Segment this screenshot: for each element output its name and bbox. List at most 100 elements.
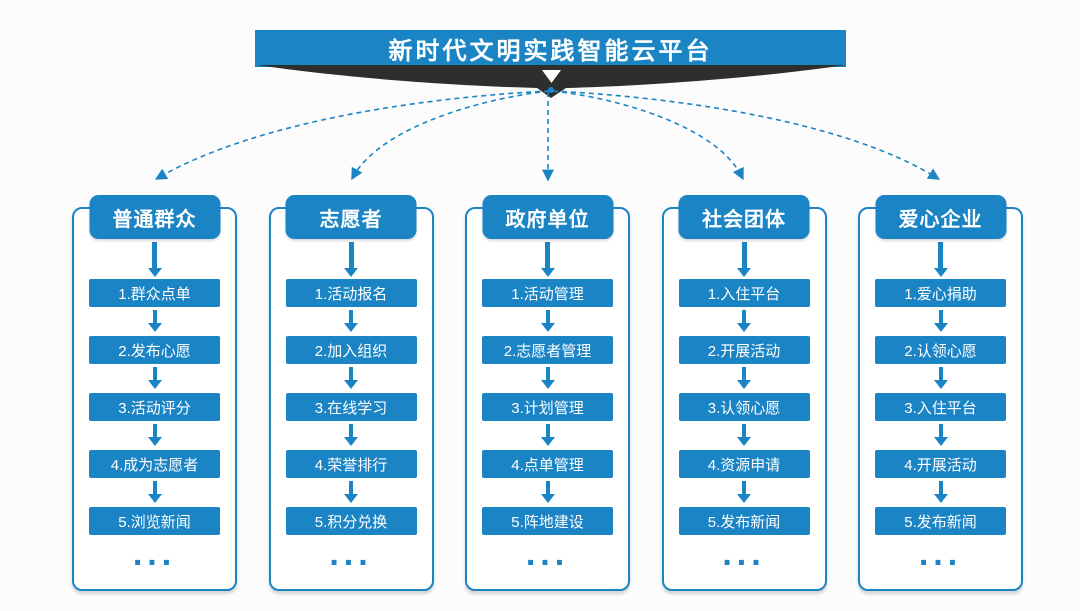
step-box: 5.发布新闻 [875,507,1006,535]
arrow-shaft [152,242,157,268]
down-arrow-icon [286,481,417,503]
arrow-shaft [349,310,353,323]
step-box: 5.阵地建设 [482,507,613,535]
arrow-shaft [938,367,943,380]
ellipsis-more: ... [525,535,570,573]
step-box: 4.开展活动 [875,450,1006,478]
step-box: 4.成为志愿者 [89,450,220,478]
down-arrow-icon [679,310,810,332]
arrow-shaft [349,367,353,380]
down-arrow-icon [89,481,220,503]
arrow-shaft [741,242,747,268]
step-box: 4.荣誉排行 [285,450,417,478]
step-box: 1.活动管理 [482,279,613,307]
arrow-shaft [152,481,157,494]
down-arrow-icon [286,310,417,332]
step-box: 2.加入组织 [285,336,417,364]
down-arrow-icon [737,242,751,277]
arrow-head [737,323,751,332]
arrow-head [737,494,751,503]
arrow-head [344,380,358,389]
step-box: 4.点单管理 [482,450,613,478]
arrow-shaft [349,481,353,494]
down-arrow-icon [679,367,810,389]
arrow-head [933,380,948,389]
arrow-shaft [545,424,550,437]
arrow-shaft [545,310,550,323]
arrow-head [147,268,162,277]
step-box: 1.入住平台 [678,279,810,307]
step-box: 3.入住平台 [875,393,1006,421]
step-box: 1.爱心捐助 [875,279,1006,307]
step-box: 1.群众点单 [89,279,220,307]
arrow-head [344,437,358,446]
step-box: 2.发布心愿 [89,336,220,364]
arrow-head [147,380,162,389]
dashed-connector-col4 [552,90,744,181]
arrow-shaft [545,481,550,494]
platform-title: 新时代文明实践智能云平台 [388,38,713,65]
arrow-head [147,437,162,446]
arrow-head [540,380,555,389]
arrow-head [540,323,555,332]
down-arrow-icon [679,424,810,446]
dashed-connector-col5 [552,90,941,180]
arrow-head [540,437,555,446]
arrow-shaft [742,367,746,380]
down-arrow-icon [679,481,810,503]
role-header: 爱心企业 [875,195,1006,239]
down-arrow-icon [482,310,613,332]
step-box: 3.计划管理 [482,393,613,421]
down-arrow-icon [875,310,1006,332]
step-box: 5.浏览新闻 [89,507,220,535]
down-arrow-icon [482,481,613,503]
ellipsis-more: ... [329,535,373,573]
arrow-shaft [742,424,746,437]
ellipsis-more: ... [132,535,177,573]
ellipsis-more: ... [918,535,963,573]
arrow-head [737,268,751,277]
arrow-shaft [349,424,353,437]
arrow-head [933,268,948,277]
step-box: 4.资源申请 [678,450,810,478]
arrow-head [933,437,948,446]
step-list: 1.爱心捐助 2.认领心愿 3.入住平台 4.开展活动 5.发布新闻 [875,279,1006,535]
arrow-shaft [938,310,943,323]
down-arrow-icon [540,242,555,277]
down-arrow-icon [933,242,948,277]
arrow-shaft [742,481,746,494]
arrow-head [933,494,948,503]
arrow-head [737,380,751,389]
step-box: 1.活动报名 [285,279,417,307]
arrow-head [540,494,555,503]
arrow-head [344,268,358,277]
arrow-shaft [742,310,746,323]
ellipsis-more: ... [722,535,766,573]
arrow-head [147,323,162,332]
down-arrow-icon [875,367,1006,389]
down-arrow-icon [875,481,1006,503]
arrow-shaft [545,367,550,380]
arrow-head [344,323,358,332]
arrow-shaft [152,310,157,323]
step-box: 2.认领心愿 [875,336,1006,364]
down-arrow-icon [89,367,220,389]
role-header: 志愿者 [285,195,417,239]
dashed-connector-col2 [351,90,550,181]
down-arrow-icon [482,424,613,446]
arrow-head [737,437,751,446]
ribbon-down-arrow-icon [542,70,561,83]
arrow-shaft [152,367,157,380]
down-arrow-icon [482,367,613,389]
dashed-connector-col1 [154,90,550,180]
arrow-head [933,323,948,332]
ribbon-shape [257,65,846,98]
role-header: 政府单位 [482,195,613,239]
down-arrow-icon [875,424,1006,446]
